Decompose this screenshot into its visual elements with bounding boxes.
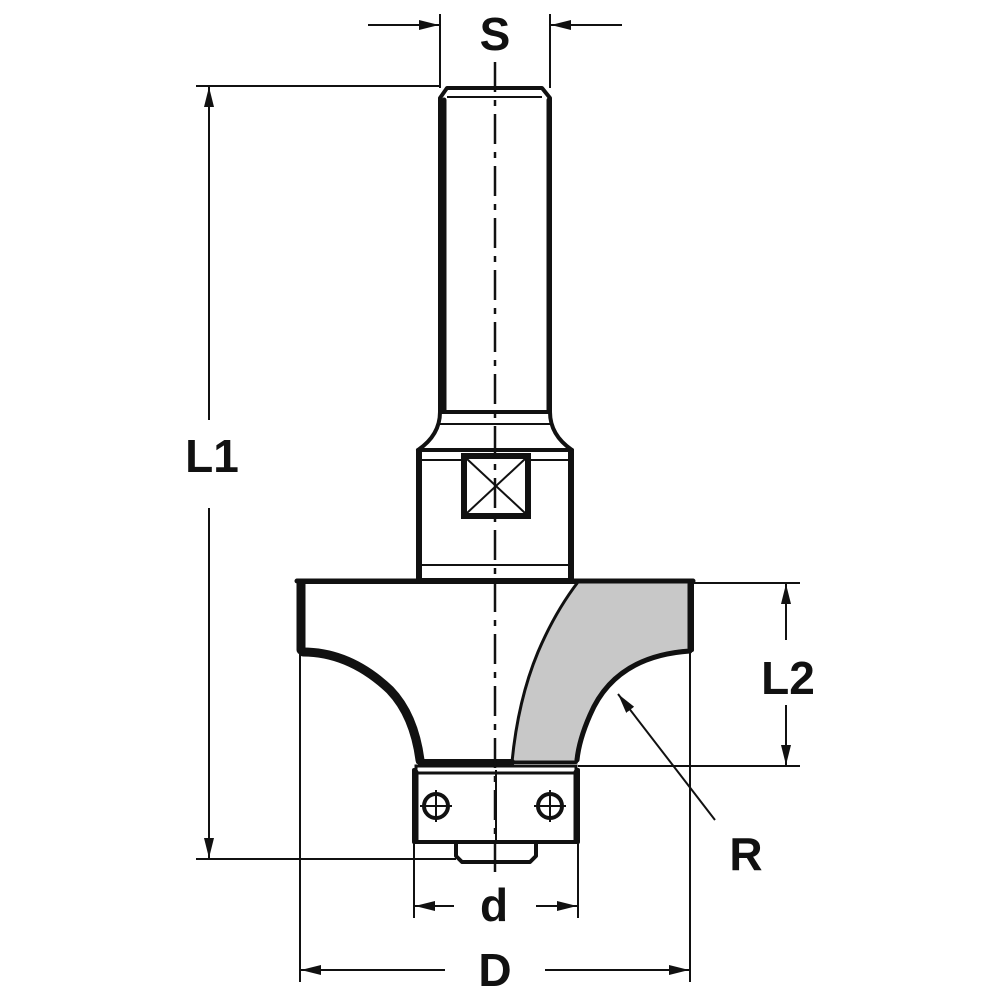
bearing-screw-right-icon: [534, 790, 566, 822]
shank: [438, 86, 552, 414]
dimension-d-cutter-label: D: [478, 944, 511, 996]
dimension-s: S: [368, 8, 622, 88]
dimension-l1-label: L1: [185, 430, 239, 482]
dimension-l2: L2: [578, 582, 815, 767]
dimension-l1: L1: [185, 85, 456, 860]
dimension-d-bearing: d: [413, 842, 579, 931]
bearing-screw-left-icon: [420, 790, 452, 822]
dimension-d-cutter: D: [299, 650, 691, 996]
dimension-s-label: S: [480, 8, 511, 60]
dimension-l2-label: L2: [761, 652, 815, 704]
dimension-r: R: [617, 693, 763, 880]
dimension-r-label: R: [729, 828, 762, 880]
dimension-d-bearing-label: d: [480, 879, 508, 931]
